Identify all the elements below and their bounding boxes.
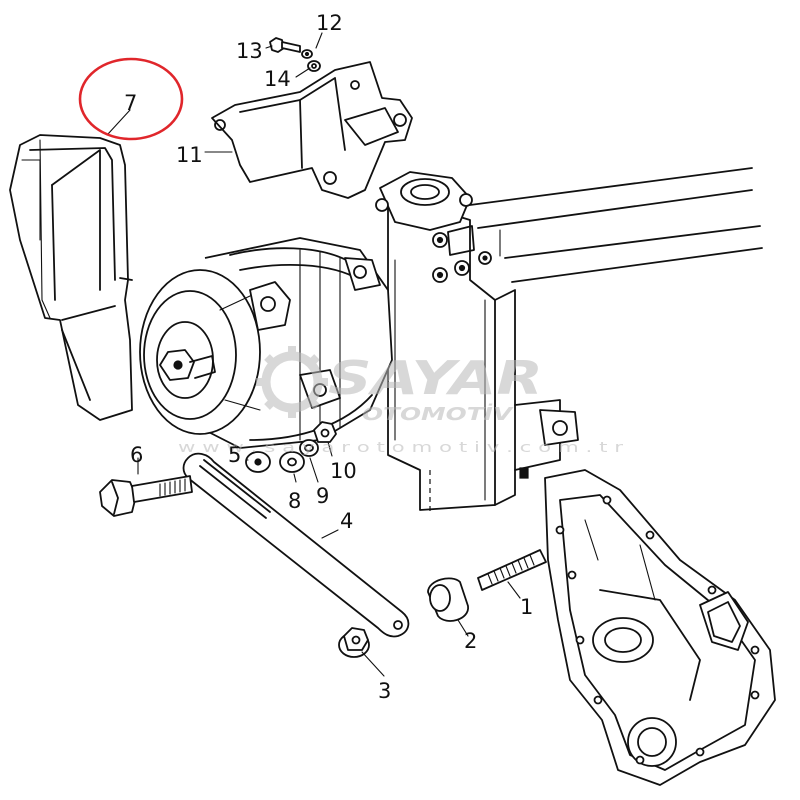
bracket-hardware bbox=[269, 37, 321, 72]
mounting-bracket bbox=[211, 61, 413, 199]
callout-13: 13 bbox=[236, 39, 263, 63]
watermark-url: w w w . s a y a r o t o m o t i v . c o … bbox=[178, 440, 623, 456]
callout-10: 10 bbox=[330, 459, 357, 483]
washer-stack bbox=[245, 421, 337, 473]
leader-lines bbox=[107, 32, 521, 677]
alternator bbox=[139, 237, 393, 449]
callout-1: 1 bbox=[520, 595, 533, 619]
watermark-brand: SAYAR bbox=[328, 351, 543, 405]
watermark: SAYAR OTOMOTİV w w w . s a y a r o t o m… bbox=[178, 346, 623, 456]
callout-2: 2 bbox=[464, 629, 477, 653]
adjusting-arm bbox=[182, 452, 410, 638]
long-bolt bbox=[99, 475, 193, 517]
timing-cover bbox=[544, 469, 776, 786]
callout-7: 7 bbox=[124, 91, 137, 115]
gear-icon bbox=[256, 346, 328, 418]
watermark-tagline: OTOMOTİV bbox=[362, 403, 515, 425]
stud-spacer-nut bbox=[338, 549, 547, 658]
callout-6: 6 bbox=[130, 443, 143, 467]
engine-block bbox=[375, 167, 763, 515]
callout-14: 14 bbox=[264, 67, 291, 91]
callout-4: 4 bbox=[340, 509, 353, 533]
belt-guard bbox=[9, 134, 133, 421]
callout-12: 12 bbox=[316, 11, 343, 35]
callout-8: 8 bbox=[288, 489, 301, 513]
callout-11: 11 bbox=[176, 143, 203, 167]
highlight-circle bbox=[78, 57, 184, 141]
callout-9: 9 bbox=[316, 484, 329, 508]
callout-labels: 1 2 3 4 5 6 7 8 9 10 11 12 13 14 bbox=[124, 11, 533, 703]
callout-5: 5 bbox=[228, 443, 241, 467]
callout-3: 3 bbox=[378, 679, 391, 703]
